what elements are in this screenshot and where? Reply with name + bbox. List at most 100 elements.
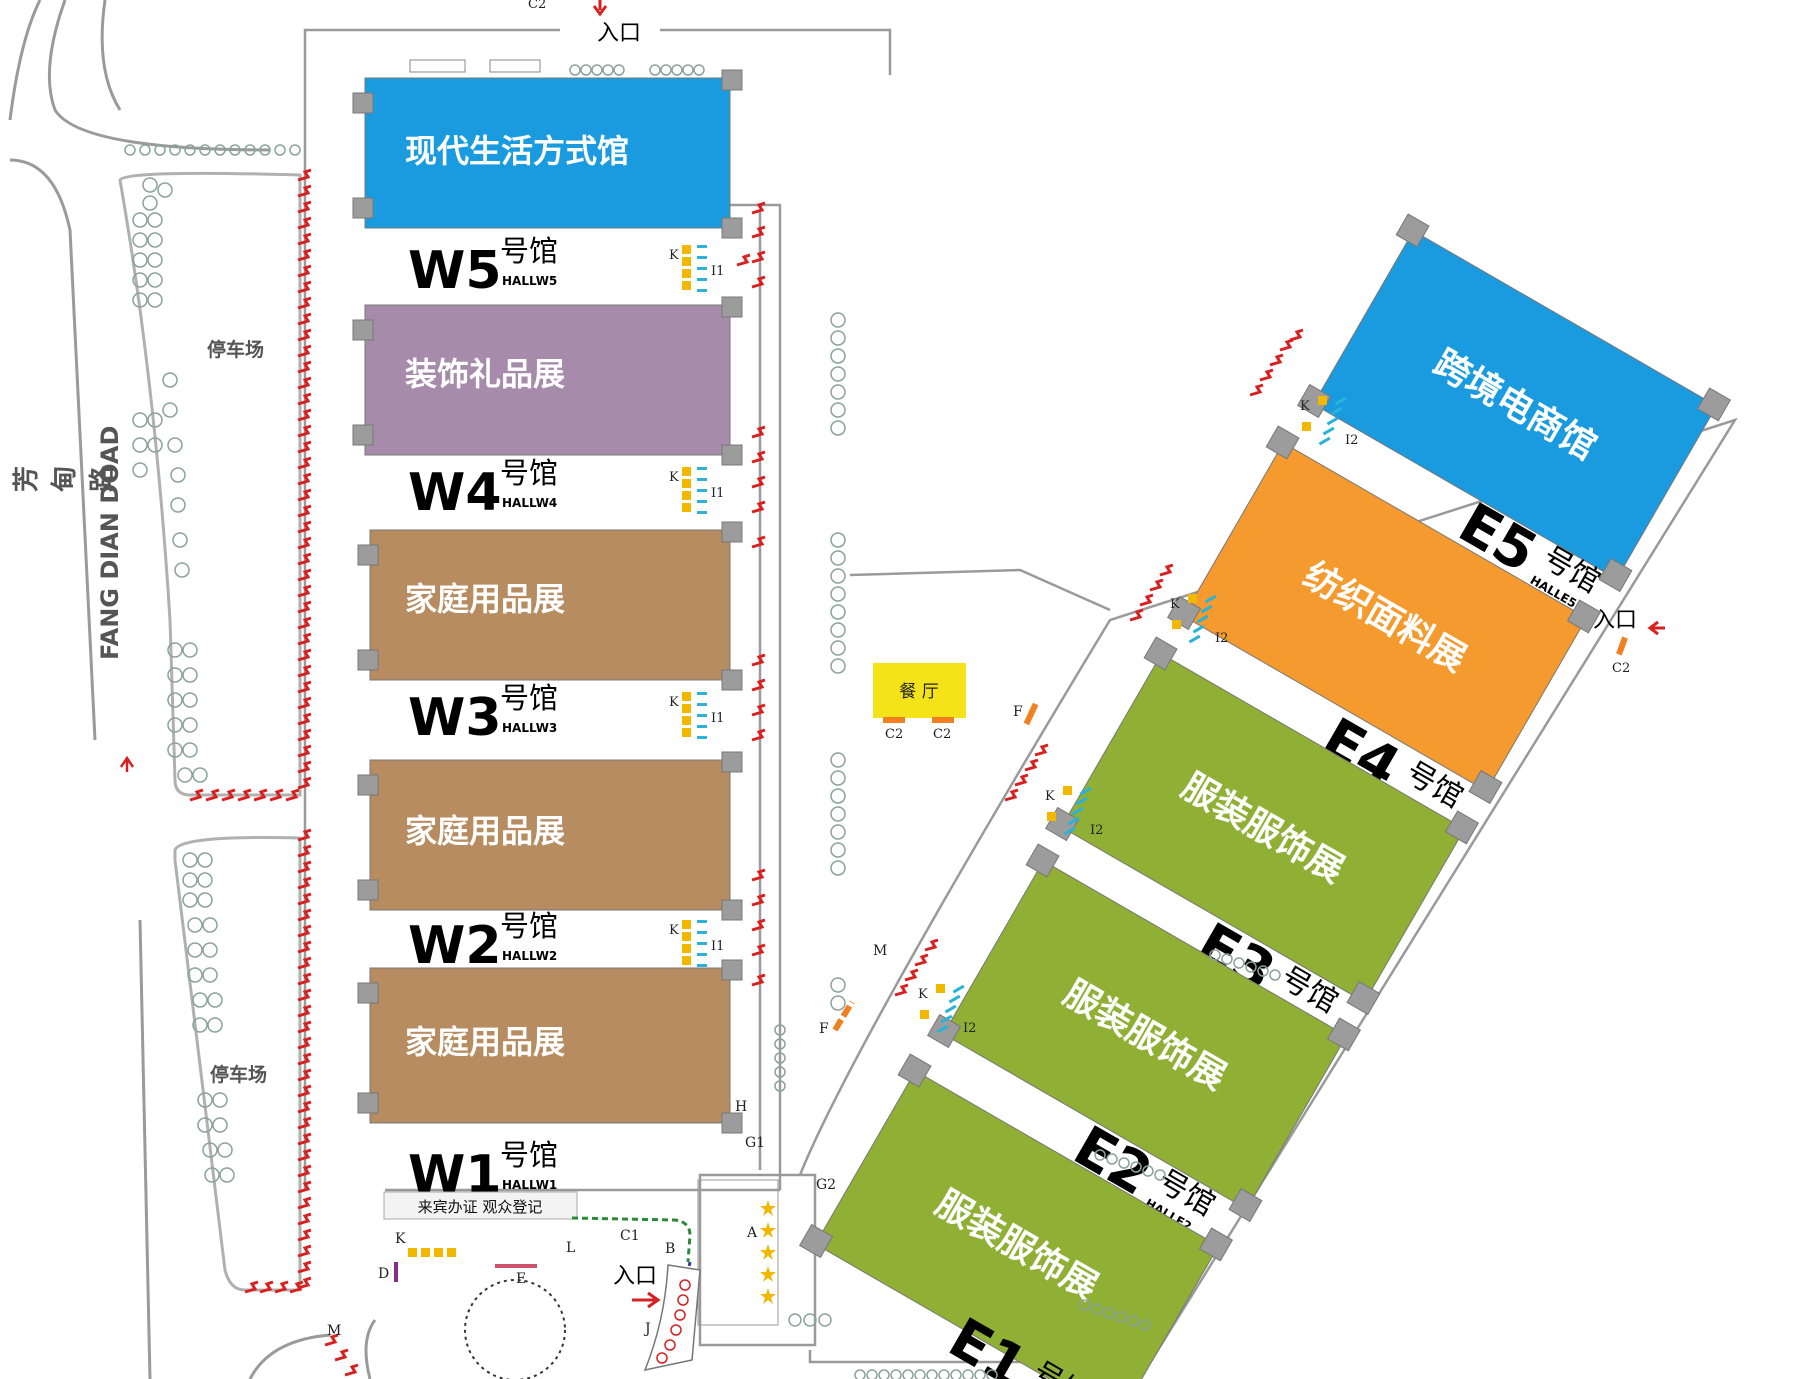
entrance-top[interactable]: 入口 C2 (528, 0, 641, 46)
hall-suffix: 号馆 (500, 681, 558, 715)
west-complex-outline (303, 28, 1738, 1379)
hall-corner (357, 774, 379, 796)
hall-corner (1198, 1227, 1234, 1262)
hall-e5-block (1312, 230, 1718, 580)
j-entrance-gate (643, 1264, 701, 1372)
entrance-right-arrow-icon (1647, 620, 1665, 636)
hall-corner (927, 1013, 962, 1049)
hall-sub: HALLW3 (502, 721, 557, 735)
hall-w2-name: 家庭用品展 (405, 812, 565, 850)
hall-corner (357, 1092, 379, 1114)
h-marker: H (735, 1099, 747, 1115)
hall-corner (352, 92, 374, 114)
hall-corner (721, 217, 743, 239)
hall-suffix: 号馆 (500, 909, 558, 943)
hall-suffix: 号馆 (500, 456, 558, 490)
svg-text:K: K (1045, 789, 1055, 804)
hall-corner (721, 521, 743, 543)
hall-corner (352, 319, 374, 341)
hall-e1[interactable]: 服装服饰展E1号馆HALLE1 (799, 1053, 1234, 1379)
k-i2-marker: KI2 (1045, 786, 1103, 838)
entrance-top-label: 入口 (597, 21, 641, 46)
svg-text:I2: I2 (963, 1021, 976, 1036)
hall-w1-name: 家庭用品展 (405, 1023, 565, 1061)
hall-corner (352, 424, 374, 446)
entrance-bottom-arrow-icon (632, 1291, 661, 1309)
a-marker: A (746, 1225, 758, 1241)
hall-corner (1025, 843, 1060, 878)
entrance-right[interactable]: 入口 C2 (1593, 608, 1665, 676)
k-marker: K (669, 923, 679, 938)
hall-corner (357, 649, 379, 671)
e-bar (495, 1264, 537, 1268)
svg-text:K: K (1170, 597, 1180, 612)
svg-text:I2: I2 (1345, 433, 1358, 448)
svg-text:K: K (918, 987, 928, 1002)
registration-box (383, 1191, 578, 1220)
hall-sub: HALLW1 (502, 1178, 557, 1192)
hall-corner (1326, 1017, 1362, 1052)
hall-corner (721, 899, 743, 921)
d-bar (394, 1262, 398, 1282)
tree-markers (124, 64, 1281, 1379)
hall-corner (721, 69, 743, 91)
hall-w3-name: 家庭用品展 (405, 580, 565, 618)
c2-marker-rest-right: C2 (933, 727, 951, 742)
hall-corner (1265, 425, 1300, 460)
j-marker: J (643, 1321, 651, 1337)
entrance-bottom-label: 入口 (613, 1264, 657, 1289)
hall-w5-block (364, 77, 731, 229)
hall-e3-block (1060, 653, 1466, 1003)
c2-bar-left (883, 717, 905, 723)
svg-text:芳甸路: 芳甸路 (12, 465, 118, 492)
g2-marker: G2 (816, 1177, 836, 1193)
flag-markers (189, 168, 1304, 1377)
hall-code: W2 (408, 916, 502, 976)
i1-marker: I1 (711, 939, 724, 954)
m-marker-bottom: M (327, 1323, 341, 1339)
restaurant-box (873, 663, 966, 718)
i1-marker: I1 (711, 486, 724, 501)
e-marker: E (516, 1271, 526, 1287)
hall-w2-block (369, 759, 731, 911)
hall-w5-name: 现代生活方式馆 (405, 132, 629, 170)
k-i2-marker: KI2 (1170, 594, 1228, 646)
hall-corner (799, 1223, 834, 1259)
hall-suffix: 号馆 (500, 1138, 558, 1172)
round-plaza (464, 1279, 566, 1379)
k-marker-bottom: K (395, 1231, 406, 1247)
hall-corner (1598, 557, 1633, 593)
hall-corner (1228, 1187, 1263, 1223)
restaurant[interactable]: 餐 厅 C2 C2 (873, 663, 966, 742)
hall-sub: HALLW4 (502, 496, 557, 510)
parking-lower-label: 停车场 (210, 1063, 267, 1086)
hall-w4-block (364, 304, 731, 456)
hall-e1-group: 服装服饰展 (799, 1053, 1234, 1379)
f-marker-left: F (819, 1021, 829, 1037)
road-lines (8, 0, 377, 1379)
c2-marker-rest-left: C2 (885, 727, 903, 742)
hall-corner (1468, 769, 1503, 805)
c2-bar-right (932, 717, 954, 723)
hall-w4-name: 装饰礼品展 (405, 355, 565, 393)
hall-corner (721, 296, 743, 318)
c2-marker-right: C2 (1612, 661, 1630, 676)
i1-marker: I1 (711, 711, 724, 726)
f-bar-right (1023, 702, 1039, 726)
k-i2-marker: KI2 (1300, 396, 1358, 448)
registration-desk[interactable]: 来宾办证 观众登记 (383, 1191, 578, 1220)
restaurant-label: 餐 厅 (899, 682, 938, 702)
hall-sub: HALLW5 (502, 274, 557, 288)
entrance-bottom[interactable]: 入口 (613, 1264, 661, 1309)
hall-corner (1395, 213, 1430, 248)
hall-w3-block (369, 529, 731, 681)
